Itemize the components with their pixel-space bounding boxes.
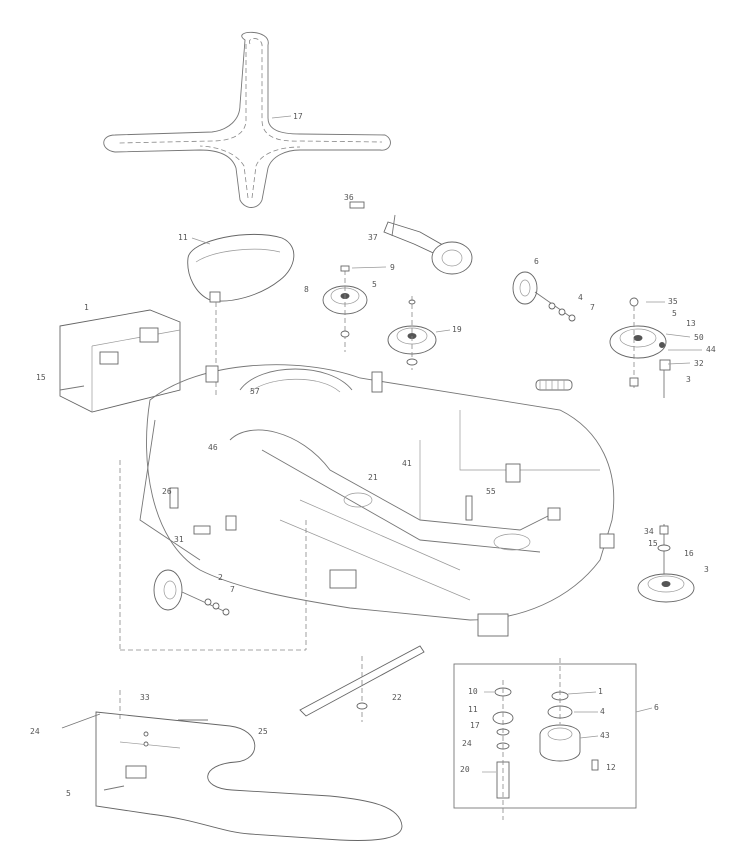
callout-left-shield: 15 [36,373,46,382]
callout-spindle-top-a: 6 [534,257,539,266]
callout-detail-e: 20 [460,765,470,774]
callout-detail-j: 12 [606,763,616,772]
callout-right-j: 16 [684,549,694,558]
callout-left-shield-b: 1 [84,303,89,312]
callout-wheel-b: 7 [230,585,235,594]
callout-pulley-right-c: 50 [694,333,704,342]
anti-scalp-wheel [153,569,230,616]
callout-wheel-a: 2 [218,573,223,582]
callout-deck-g: 55 [486,487,496,496]
callout-bolt-top: 36 [344,193,354,202]
right-spindle-pulley [637,524,695,603]
center-pulley [387,296,437,370]
idler-bolt-assembly [349,201,473,275]
callout-detail-h: 43 [600,731,610,740]
callout-detail-d: 24 [462,739,472,748]
callout-bottom-c: 25 [258,727,268,736]
drive-belt [103,31,391,208]
callout-spindle-top-b: 4 [578,293,583,302]
callout-detail-b: 11 [468,705,478,714]
callout-detail-g: 4 [600,707,605,716]
callout-pulley-right-d: 44 [706,345,716,354]
callout-deck-d: 21 [368,473,378,482]
callout-deck-a: 57 [250,387,260,396]
callout-pulley-right-a: 5 [672,309,677,318]
callout-pulley-left-num: 9 [390,263,395,272]
callout-cover: 11 [178,233,188,242]
callout-blade: 22 [392,693,402,702]
side-mount-plate [61,690,403,841]
callout-deck-c: 41 [402,459,412,468]
callout-detail-c: 17 [470,721,480,730]
callout-right-h: 34 [644,527,654,536]
callout-pulley-center: 19 [452,325,462,334]
callout-belt: 17 [293,112,303,121]
mower-blade [299,645,425,722]
callout-bottom-a: 33 [140,693,150,702]
callout-detail-a: 10 [468,687,478,696]
spindle-top-right [512,271,576,322]
left-pulley [322,265,368,352]
callout-right-i: 15 [648,539,658,548]
callout-right-k: 3 [704,565,709,574]
callout-bottom-b: 24 [30,727,40,736]
tension-spring [535,379,573,391]
callout-pulley-right-g: 13 [686,319,696,328]
callout-deck-b: 46 [208,443,218,452]
callout-detail-i: 6 [654,703,659,712]
callout-pulley-right-b: 35 [668,297,678,306]
callout-detail-f: 1 [598,687,603,696]
callout-deck-f: 31 [174,535,184,544]
callout-pulley-left-b: 8 [304,285,309,294]
callout-bottom-d: 5 [66,789,71,798]
callout-idler-arm: 37 [368,233,378,242]
mower-deck [139,364,615,637]
callout-pulley-right-e: 3 [686,375,691,384]
callout-deck-e: 26 [162,487,172,496]
callout-spindle-top-c: 7 [590,303,595,312]
callout-pulley-left-c: 5 [372,280,377,289]
callout-pulley-right-f: 32 [694,359,704,368]
belt-cover [187,233,295,303]
right-pulley [609,297,671,398]
left-shield [59,309,181,413]
spindle-detail-box [453,658,637,820]
